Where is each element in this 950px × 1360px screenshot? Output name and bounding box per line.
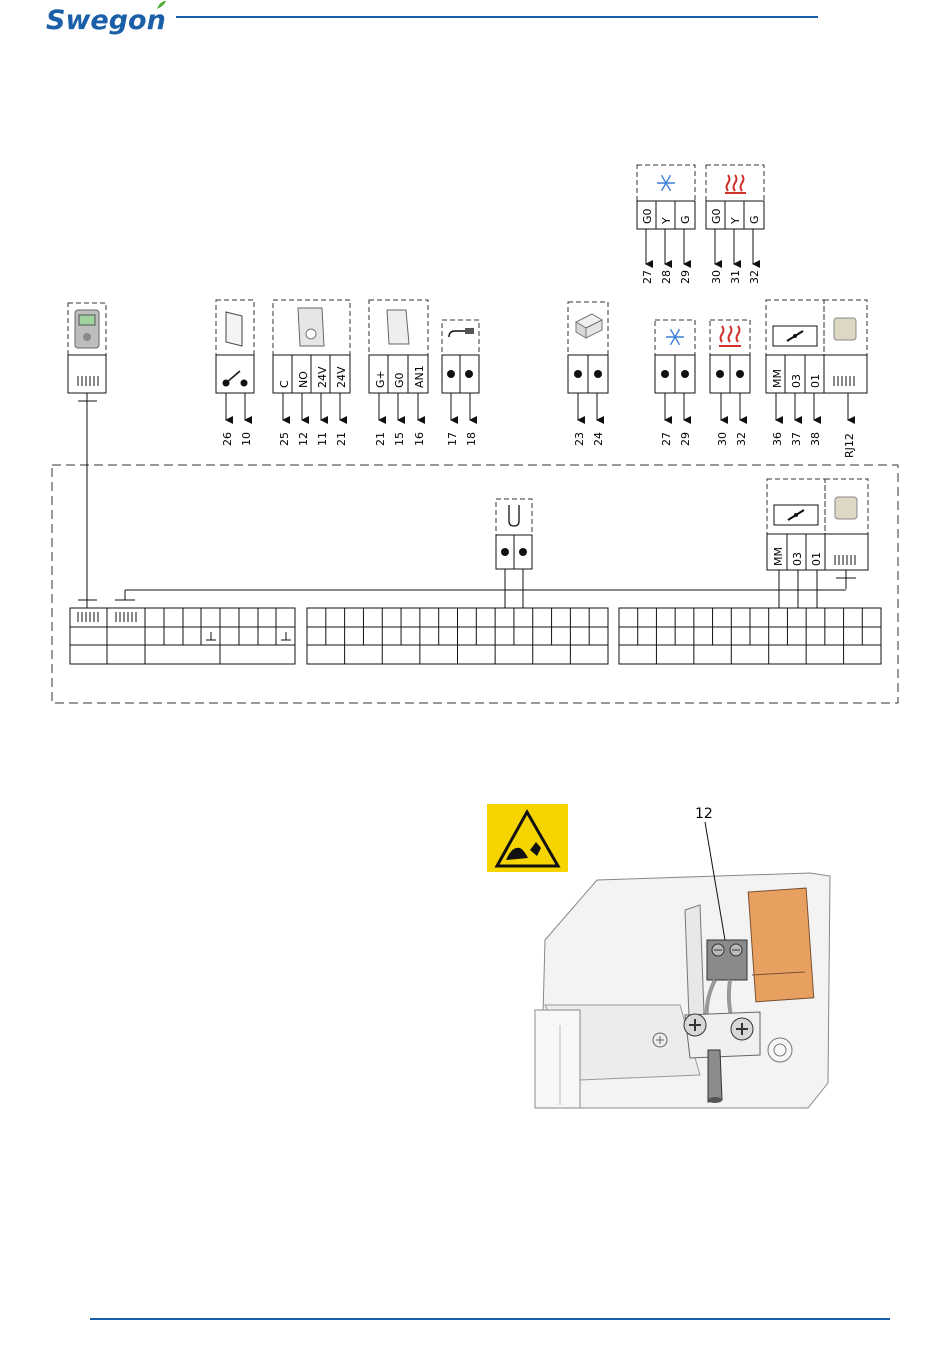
terminal-number: 10 [240, 432, 253, 446]
co2-sensor-module: G+ G0 AN1 21 15 16 [369, 300, 428, 446]
condensation-sensor-icon [576, 314, 602, 338]
pin-label: 01 [809, 374, 822, 388]
cooling-valve-module: 27 29 [655, 320, 695, 446]
condensation-sensor-module: 23 24 [568, 302, 608, 446]
temperature-sensor-icon [449, 328, 474, 337]
terminal-number: 18 [465, 432, 478, 446]
pin-label: G+ [374, 370, 387, 388]
pin-label: AN1 [413, 365, 426, 388]
terminal-number: 25 [278, 432, 291, 446]
pin-label: Y [729, 217, 742, 225]
terminal-number: 29 [679, 432, 692, 446]
relay-component [748, 888, 814, 1002]
pin-label: G [748, 215, 761, 224]
terminal-number: 11 [316, 432, 329, 446]
installation-illustration: 12 [535, 806, 830, 1108]
terminal-number: RJ12 [843, 433, 856, 458]
terminal-number: 36 [771, 432, 784, 446]
callout-number: 12 [695, 806, 713, 822]
terminal-number: 24 [592, 432, 605, 446]
snowflake-icon [666, 329, 684, 345]
co2-sensor-icon [387, 310, 409, 344]
terminal-number: 17 [446, 432, 459, 446]
terminal-block-1 [70, 608, 295, 664]
temperature-sensor-icon [509, 505, 519, 526]
terminal-number: 32 [748, 270, 761, 284]
terminal-number: 21 [335, 432, 348, 446]
header: Swegon [46, 1, 818, 36]
terminal-number: 37 [790, 432, 803, 446]
snowflake-icon [657, 175, 675, 191]
terminal-number: 32 [735, 432, 748, 446]
presence-detector-module: C NO 24V 24V 25 12 11 21 [273, 300, 350, 446]
pin-label: G0 [710, 208, 723, 224]
window-contact-icon [226, 312, 242, 346]
terminal-number: 23 [573, 432, 586, 446]
pin-label: MM [771, 369, 784, 388]
window-contact-module: 26 10 [216, 300, 254, 446]
pin-label: 01 [810, 552, 823, 566]
pin-label: 24V [316, 366, 329, 388]
controller-box-icon [835, 497, 857, 519]
room-unit-module [68, 303, 106, 401]
terminal-number: 12 [297, 432, 310, 446]
terminal-block-3 [619, 608, 881, 664]
terminal-number: 31 [729, 270, 742, 284]
pin-label: G0 [641, 208, 654, 224]
terminal-number: 30 [710, 270, 723, 284]
terminal-number: 38 [809, 432, 822, 446]
pin-label: NO [297, 371, 310, 388]
heat-icon [719, 326, 741, 346]
heat-icon [725, 175, 746, 193]
presence-detector-icon [298, 308, 324, 346]
terminal-number: 21 [374, 432, 387, 446]
esd-warning-icon [487, 804, 568, 872]
terminal-number: 27 [641, 270, 654, 284]
pin-label: Y [660, 217, 673, 225]
pin-label: 03 [791, 552, 804, 566]
damper-actuator-module: MM 03 01 36 37 38 RJ12 [766, 300, 867, 458]
top-heating-module: G0 Y G 30 31 32 [706, 165, 764, 284]
terminal-number: 29 [679, 270, 692, 284]
terminal-number: 26 [221, 432, 234, 446]
pin-label: MM [772, 547, 785, 566]
terminal-number: 28 [660, 270, 673, 284]
top-cooling-module: G0 Y G 27 28 29 [637, 165, 695, 284]
controller-box-icon [834, 318, 856, 340]
pin-label: G0 [393, 372, 406, 388]
temperature-sensor-module: 17 18 [442, 320, 479, 446]
swegon-logo: Swegon [46, 5, 166, 36]
terminal-number: 16 [413, 432, 426, 446]
pin-label: C [278, 380, 291, 388]
terminal-number: 27 [660, 432, 673, 446]
terminal-block-2 [307, 608, 608, 664]
pin-label: G [679, 215, 692, 224]
heating-valve-module: 30 32 [710, 320, 750, 446]
pin-label: 24V [335, 366, 348, 388]
terminal-number: 15 [393, 432, 406, 446]
pin-label: 03 [790, 374, 803, 388]
terminal-number: 30 [716, 432, 729, 446]
